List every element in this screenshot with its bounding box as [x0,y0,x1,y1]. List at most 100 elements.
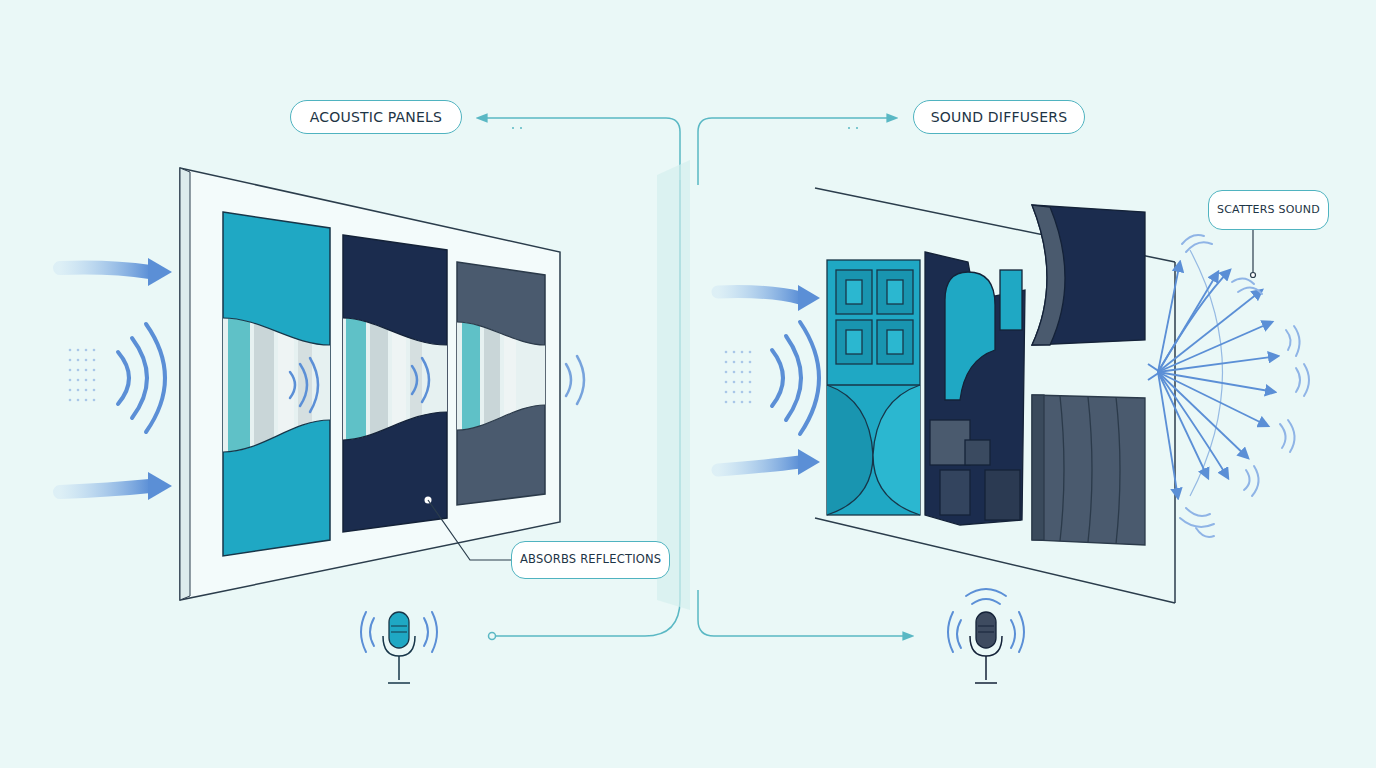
dot-grid [749,401,752,404]
microphone [389,612,409,648]
dot-grid [77,359,80,362]
scatter-rays [1158,372,1208,478]
dot-grid [741,401,744,404]
dot-grid [741,351,744,354]
microphone [388,656,410,683]
quadratic-diffuser [836,270,872,314]
dot-grid [77,369,80,372]
acoustic-panel [346,300,366,450]
scatter-waves [1186,508,1210,516]
quadratic-diffuser [887,280,903,304]
acoustic-panel [412,358,429,402]
absorber-wall [180,168,190,600]
dot-grid [69,359,72,362]
dot-grid [741,371,744,374]
acoustic-panel [450,262,550,505]
sound-waves [132,338,147,418]
incoming-arrows [148,472,172,500]
curved-diffuser [1032,205,1145,345]
dot-grid [725,391,728,394]
microphone [383,636,415,656]
dot-grid [85,349,88,352]
scatter-waves [1186,242,1212,252]
dot-grid [77,399,80,402]
dot-grid [741,391,744,394]
acoustic-panel [215,300,340,460]
skyline-diffuser [930,420,970,465]
dot-grid [741,361,744,364]
skyline-diffuser [925,252,1025,525]
scatter-rays [1148,364,1160,380]
microphone [957,620,961,648]
ridge-diffuser [1060,396,1120,544]
dot-grid [733,351,736,354]
incoming-arrows [60,268,150,273]
flow-lines [496,180,680,636]
acoustic-panel [335,300,455,450]
dot-grid [733,401,736,404]
sound-waves [118,352,129,404]
skyline-diffuser [945,272,995,400]
skyline-diffuser [985,470,1020,520]
acoustic-panel [450,310,550,440]
acoustic-panel [412,366,417,394]
exit-waves [566,356,584,404]
sound-waves [146,324,165,432]
scatter-waves [1280,424,1286,448]
acoustic-panel [298,300,312,460]
flow-lines [478,118,680,290]
exit-waves [577,356,584,404]
dot-grid [85,369,88,372]
incoming-arrows [148,258,172,286]
sound-waves [772,350,783,406]
microphone [966,589,1006,596]
section-label: ACOUSTIC PANELS [290,100,462,134]
incoming-arrows [718,292,800,298]
diffuser-wall [1174,262,1176,603]
scatter-waves [1252,466,1259,496]
dot-grid [741,381,744,384]
microphone [948,612,953,652]
microphone [370,618,374,646]
microphone [970,636,1002,656]
microphone [948,589,1024,652]
skyline-diffuser [965,440,990,465]
acoustic-panel [228,300,250,460]
quadratic-diffuser [846,330,862,354]
quadratic-diffuser [827,385,873,515]
dot-grid [725,361,728,364]
dot-grid [93,389,96,392]
dot-grid [733,371,736,374]
dot-grid [733,391,736,394]
exit-waves [566,364,571,396]
flow-lines [848,127,858,129]
dot-grid [725,351,728,354]
scatter-waves [1304,364,1309,396]
scatter-waves [1238,287,1262,294]
dot-grid [85,399,88,402]
quadratic-diffuser [836,320,872,364]
incoming-arrows [798,285,820,311]
dot-grid [725,401,728,404]
leader-lines [1251,273,1256,278]
leader-lines [428,229,1256,560]
scatter-rays [1158,372,1248,458]
callout-label: ABSORBS REFLECTIONS [511,541,670,579]
dot-grid [93,359,96,362]
acoustic-panel [422,358,429,402]
quadratic-diffuser [877,270,913,314]
incoming-arrows [60,486,150,492]
microphone [424,618,428,646]
sound-waves [786,336,801,420]
incoming-arrows [798,449,820,475]
microphone [361,612,437,683]
acoustic-panel [392,300,406,450]
microphone [976,612,996,648]
dot-grid [77,389,80,392]
quadratic-diffuser [877,320,913,364]
dot-grid [69,369,72,372]
acoustic-panel [450,310,550,440]
sound-waves [800,322,819,434]
